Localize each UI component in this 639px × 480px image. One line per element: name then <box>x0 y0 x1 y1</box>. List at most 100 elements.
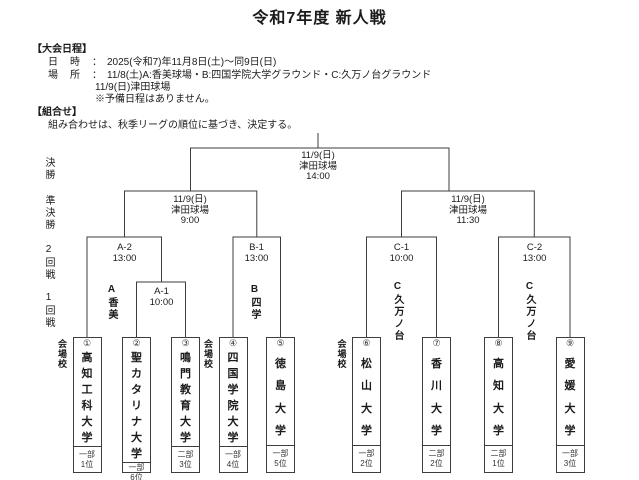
round-label-semifinal: 準決勝 <box>43 195 54 231</box>
semifinal-right-time: 11:30 <box>456 215 480 226</box>
date-label: 日 時 ： <box>48 57 103 68</box>
team-name-char: 工 <box>81 384 93 396</box>
host-school-label: 会場校 <box>203 339 213 369</box>
game-b1-label: B-1 13:00 <box>226 242 287 264</box>
team-box: ⑧ 高知大学 二部 1位 <box>484 337 513 473</box>
game-c2-time: 13:00 <box>522 252 547 264</box>
team-name-char: 学 <box>180 432 191 444</box>
game-c2-id: C-2 <box>526 242 543 253</box>
team-name-char: 学 <box>81 432 93 444</box>
team-seed-number: ⑦ <box>432 338 441 348</box>
team-name-char: 大 <box>81 416 93 428</box>
team-rank: 一部 1位 <box>73 446 101 472</box>
team-box: ① 高知工科大学 一部 1位 <box>72 337 102 473</box>
team-name-char: 島 <box>275 380 286 393</box>
round-label-final: 決勝 <box>43 157 54 181</box>
game-c1-bracket-line <box>366 236 437 337</box>
final-time: 14:00 <box>306 171 330 182</box>
team-name-char: 高 <box>81 352 93 364</box>
team-name-char: 愛 <box>564 358 576 371</box>
schedule-date-row: 日 時 ：2025(令和7)年11月8日(土)～同9日(日) <box>48 53 276 68</box>
game-a1-time: 10:00 <box>149 296 174 308</box>
team-seed-number: ② <box>132 338 141 348</box>
team-rank: 二部 1位 <box>485 445 512 472</box>
team-rank: 二部 3位 <box>172 446 199 472</box>
team-name-char: 川 <box>431 380 442 393</box>
team-division: 二部 <box>177 449 194 459</box>
team-name-char: 大 <box>493 402 504 415</box>
team-name-char: 知 <box>81 368 93 380</box>
semifinal-left-match-info: 11/9(日) 津田球場 9:00 <box>140 194 240 227</box>
team-name-char: 香 <box>431 358 442 371</box>
semifinal-right-match-info: 11/9(日) 津田球場 11:30 <box>418 194 518 227</box>
team-seed-number: ① <box>82 338 92 348</box>
schedule-heading: 【大会日程】 <box>32 44 92 55</box>
team-name: 高知大学 <box>485 349 512 445</box>
reserve-day-note: ※予備日程はありません。 <box>95 94 215 105</box>
game-c1-time: 10:00 <box>389 252 414 264</box>
team-name-char: 大 <box>227 416 239 428</box>
team-name: 高知工科大学 <box>74 349 101 446</box>
team-box: ⑤ 徳島大学 一部 5位 <box>266 337 295 473</box>
team-name-char: 媛 <box>564 380 576 393</box>
pairing-heading: 【組合せ】 <box>32 107 82 118</box>
semifinal-left-bracket-line <box>124 190 258 237</box>
place-value-day1: 11/8(土)A:香美球場・B:四国学院大学グラウンド・C:久万ノ台グラウンド <box>107 70 432 81</box>
game-c2-label: C-2 13:00 <box>504 242 565 264</box>
team-name-char: ナ <box>131 416 142 428</box>
place-label: 場 所 ： <box>48 70 103 81</box>
venue-label-b: B四学 <box>249 284 260 321</box>
team-name-char: 学 <box>131 448 142 460</box>
team-division: 一部 <box>225 449 241 459</box>
team-name-char: 大 <box>180 416 191 428</box>
semifinal-left-time: 9:00 <box>180 215 200 226</box>
team-division: 一部 <box>562 449 578 458</box>
team-rank: 一部 4位 <box>219 446 247 472</box>
team-position: 6位 <box>130 473 143 480</box>
team-position: 1位 <box>492 459 505 468</box>
round-label-first-round: 1回戦 <box>43 292 54 329</box>
team-box: ⑨ 愛媛大学 一部 3位 <box>555 337 585 473</box>
venue-label-c1: C久万ノ台 <box>392 281 403 342</box>
pairing-note: 組み合わせは、秋季リーグの順位に基づき、決定する。 <box>48 120 298 131</box>
team-seed-number: ④ <box>228 338 238 348</box>
schedule-place-row: 場 所 ： 11/8(土)A:香美球場・B:四国学院大学グラウンド・C:久万ノ台グ… <box>48 66 431 81</box>
team-seed-number: ⑧ <box>494 338 503 348</box>
semifinal-left-venue: 津田球場 <box>170 204 209 216</box>
team-name-char: 大 <box>564 402 576 415</box>
team-seed-number: ⑤ <box>276 338 285 348</box>
team-name: 松山大学 <box>353 349 380 445</box>
team-rank: 二部 2位 <box>423 445 450 472</box>
team-division: 一部 <box>272 449 289 458</box>
team-name-char: 四 <box>227 352 239 364</box>
game-b1-time: 13:00 <box>244 252 269 264</box>
game-a1-label: A-1 10:00 <box>131 286 192 308</box>
team-name-char: 科 <box>81 400 93 412</box>
host-school-label: 会場校 <box>57 339 67 369</box>
game-c1-id: C-1 <box>393 242 410 253</box>
semifinal-left-date: 11/9(日) <box>173 194 207 205</box>
final-venue: 津田球場 <box>298 160 337 172</box>
team-division: 二部 <box>428 449 445 458</box>
team-rank: 一部 5位 <box>267 445 294 472</box>
venue-label-c2: C久万ノ台 <box>524 281 535 342</box>
team-rank: 一部 3位 <box>556 445 584 472</box>
host-school-label: 会場校 <box>336 339 347 369</box>
team-seed-number: ⑨ <box>565 338 575 348</box>
team-name-char: 聖 <box>131 352 142 364</box>
team-name-char: 大 <box>431 402 442 415</box>
team-name: 愛媛大学 <box>557 349 584 445</box>
team-rank: 一部 6位 <box>123 462 150 480</box>
team-division: 一部 <box>79 449 95 459</box>
game-c1-label: C-1 10:00 <box>371 242 432 264</box>
game-a2-id: A-2 <box>117 242 132 253</box>
team-name-char: 大 <box>275 402 286 415</box>
team-division: 一部 <box>128 463 145 472</box>
team-division: 一部 <box>358 449 375 458</box>
game-a1-id: A-1 <box>154 286 169 297</box>
team-name-char: 学 <box>275 424 286 437</box>
venue-label-a: A香美 <box>106 284 117 321</box>
team-box: ⑦ 香川大学 二部 2位 <box>422 337 451 473</box>
